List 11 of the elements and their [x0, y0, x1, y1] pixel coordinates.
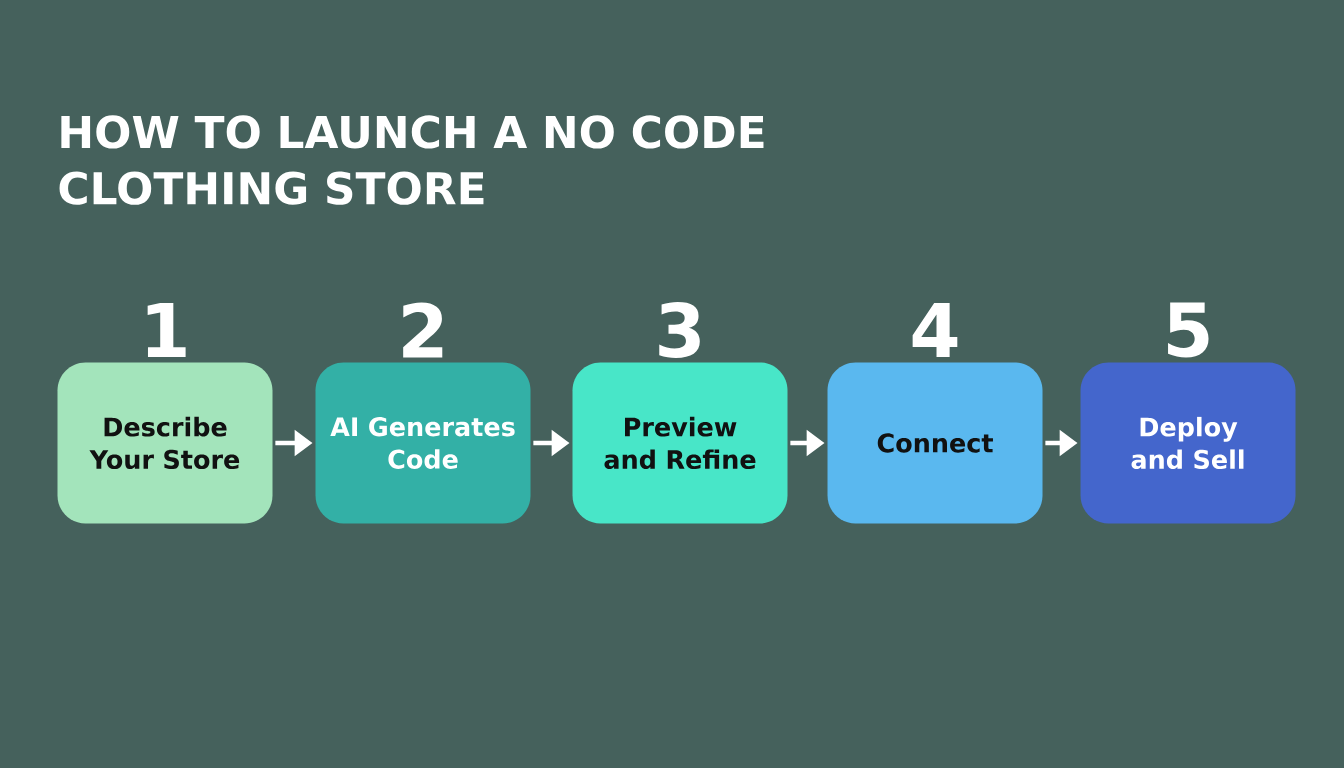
- step-box: Connect: [827, 362, 1043, 524]
- step-number: 5: [1168, 302, 1209, 358]
- step-box: Deploy and Sell: [1080, 362, 1296, 524]
- step-box: Describe Your Store: [57, 362, 273, 524]
- title: HOW TO LAUNCH A NO CODE CLOTHING STORE: [59, 115, 764, 205]
- step-box: Preview and Refine: [572, 362, 788, 524]
- step-number: 2: [403, 302, 443, 358]
- step-number: 1: [147, 303, 186, 357]
- step-number: 3: [659, 302, 700, 358]
- step-box: AI Generates Code: [315, 362, 531, 524]
- step-number: 4: [912, 303, 958, 357]
